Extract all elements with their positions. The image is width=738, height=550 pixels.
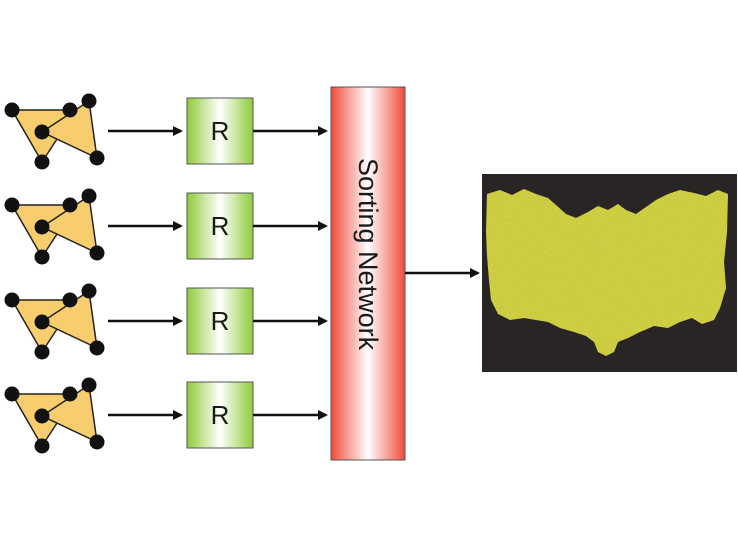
renderer-box (186, 192, 254, 260)
triangle-mesh-icon (4, 93, 105, 170)
mesh-group-1: R (4, 93, 328, 170)
renderer-label: R (211, 306, 230, 336)
renderer-box (186, 287, 254, 355)
output-surface-texture (486, 189, 728, 356)
triangle-mesh-icon (4, 188, 105, 265)
output-image (482, 174, 737, 372)
mesh-group-3: R (4, 283, 328, 360)
mesh-group-4: R (4, 377, 328, 454)
renderer-label: R (211, 400, 230, 430)
sorting-network-label: Sorting Network (353, 158, 383, 351)
renderer-label: R (211, 211, 230, 241)
mesh-group-2: R (4, 188, 328, 265)
renderer-box (186, 381, 254, 449)
renderer-label: R (211, 116, 230, 146)
triangle-mesh-icon (4, 283, 105, 360)
renderer-box (186, 97, 254, 165)
triangle-mesh-icon (4, 377, 105, 454)
